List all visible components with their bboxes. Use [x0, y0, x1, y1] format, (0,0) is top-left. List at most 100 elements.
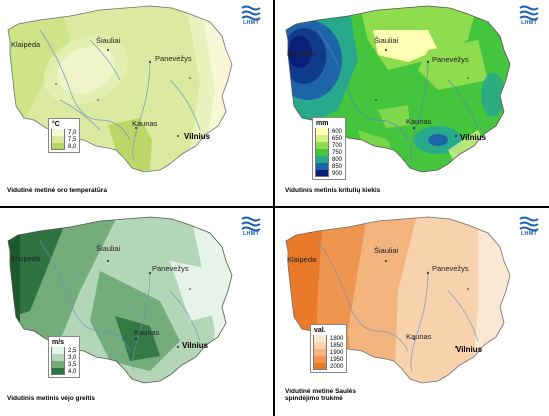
- panel-sunshine: Klaipėda Šiauliai Panevėžys Kaunas Vilni…: [278, 211, 549, 416]
- lhmt-logo: LHMT: [241, 5, 261, 29]
- city-label-kaunas: Kaunas: [134, 328, 160, 337]
- legend-swatch: [313, 342, 327, 349]
- legend-label: 1850: [330, 342, 344, 349]
- legend-swatch: [315, 163, 329, 170]
- city-label-siauliai: Šiauliai: [96, 244, 121, 253]
- waves-icon: [519, 216, 539, 232]
- legend-swatch: [51, 129, 65, 136]
- legend-swatch: [315, 156, 329, 163]
- city-label-vilnius: Vilnius: [182, 341, 209, 350]
- legend-item: 800: [315, 156, 342, 163]
- vertical-divider: [273, 0, 275, 416]
- legend-label: 3,0: [68, 354, 77, 361]
- legend-label: 850: [332, 163, 343, 170]
- legend-item: 8,0: [51, 143, 76, 150]
- legend-label: 800: [332, 156, 343, 163]
- panel-wind: Klaipėda Šiauliai Panevėžys Kaunas Vilni…: [0, 211, 271, 416]
- legend-item: 700: [315, 142, 342, 149]
- legend-item: 1850: [313, 342, 343, 349]
- wind-map: [7, 216, 233, 384]
- legend-label: 8,0: [68, 143, 77, 150]
- legend-item: 7,5: [51, 136, 76, 143]
- logo-text: LHMT: [242, 231, 260, 237]
- legend-item: 1950: [313, 356, 343, 363]
- legend-label: 2,5: [68, 347, 77, 354]
- map-caption: Vidutinė metinė Saulės spindėjimo trukmė: [285, 388, 357, 403]
- legend-unit: mm: [316, 120, 329, 127]
- legend-swatch: [51, 361, 65, 368]
- lhmt-logo: LHMT: [241, 216, 261, 240]
- legend-swatch: [315, 135, 329, 142]
- waves-icon: [519, 5, 539, 21]
- city-label-kaunas: Kaunas: [406, 332, 432, 341]
- legend-label: 4,0: [68, 368, 77, 375]
- legend-unit: m/s: [52, 339, 65, 346]
- legend-label: 3,5: [68, 361, 77, 368]
- legend-label: 650: [332, 135, 343, 142]
- legend-item: 7,0: [51, 129, 76, 136]
- legend-swatch: [313, 356, 327, 363]
- legend-swatch: [313, 349, 327, 356]
- legend-item: 1800: [313, 335, 343, 342]
- city-label-panevezys: Panevėžys: [432, 264, 469, 273]
- legend-item: 3,5: [51, 361, 76, 368]
- wind-legend: m/s 2,5 3,0 3,5 4,0: [48, 336, 81, 378]
- lhmt-logo: LHMT: [519, 5, 539, 29]
- city-label-vilnius: Vilnius: [456, 345, 483, 354]
- city-label-siauliai: Šiauliai: [96, 36, 121, 45]
- legend-item: 3,0: [51, 354, 76, 361]
- city-label-klaipeda: Klaipėda: [287, 255, 317, 264]
- legend-label: 750: [332, 149, 343, 156]
- legend-item: 4,0: [51, 368, 76, 375]
- city-label-vilnius: Vilnius: [184, 132, 211, 141]
- panel-temperature: Klaipėda Šiauliai Panevėžys Kaunas Vilni…: [0, 0, 271, 205]
- legend-swatch: [51, 354, 65, 361]
- city-label-klaipeda: Klaipėda: [11, 40, 41, 49]
- legend-item: 900: [315, 170, 342, 177]
- city-label-klaipeda: Klaipėda: [287, 49, 317, 58]
- legend-swatch: [51, 347, 65, 354]
- legend-swatch: [315, 149, 329, 156]
- legend-label: 7,5: [68, 136, 77, 143]
- legend-unit: val.: [314, 327, 326, 334]
- legend-label: 1950: [330, 356, 344, 363]
- map-caption: Vidutinis metinis kritulių kiekis: [285, 187, 381, 194]
- logo-text: LHMT: [520, 20, 538, 26]
- sunshine-legend: val. 1800 1850 1900 1950 2000: [310, 324, 348, 373]
- legend-item: 2000: [313, 363, 343, 370]
- legend-item: 2,5: [51, 347, 76, 354]
- sunshine-map: [285, 216, 511, 384]
- legend-swatch: [313, 363, 327, 370]
- precipitation-map: [285, 5, 511, 173]
- legend-swatch: [313, 335, 327, 342]
- legend-swatch: [51, 136, 65, 143]
- legend-label: 1800: [330, 335, 344, 342]
- legend-swatch: [51, 368, 65, 375]
- legend-item: 750: [315, 149, 342, 156]
- city-label-kaunas: Kaunas: [132, 119, 158, 128]
- map-caption: Vidutinė metinė oro temperatūra: [7, 187, 107, 194]
- legend-swatch: [315, 170, 329, 177]
- city-label-klaipeda: Klaipėda: [11, 254, 41, 263]
- legend-label: 2000: [330, 363, 344, 370]
- legend-label: 900: [332, 170, 343, 177]
- temperature-map: [7, 5, 233, 173]
- city-label-panevezys: Panevėžys: [155, 54, 192, 63]
- lhmt-logo: LHMT: [519, 216, 539, 240]
- waves-icon: [241, 216, 261, 232]
- city-label-siauliai: Šiauliai: [374, 246, 399, 255]
- legend-item: 650: [315, 135, 342, 142]
- precipitation-legend: mm 600 650 700 750 800 850 900: [312, 117, 347, 180]
- legend-label: 1900: [330, 349, 344, 356]
- waves-icon: [241, 5, 261, 21]
- map-caption: Vidutinis metinis vėjo greitis: [7, 395, 96, 402]
- city-label-panevezys: Panevėžys: [152, 264, 189, 273]
- legend-label: 600: [332, 128, 343, 135]
- legend-swatch: [51, 143, 65, 150]
- logo-text: LHMT: [520, 231, 538, 237]
- legend-swatch: [315, 142, 329, 149]
- city-label-panevezys: Panevėžys: [432, 55, 469, 64]
- legend-swatch: [315, 128, 329, 135]
- legend-label: 700: [332, 142, 343, 149]
